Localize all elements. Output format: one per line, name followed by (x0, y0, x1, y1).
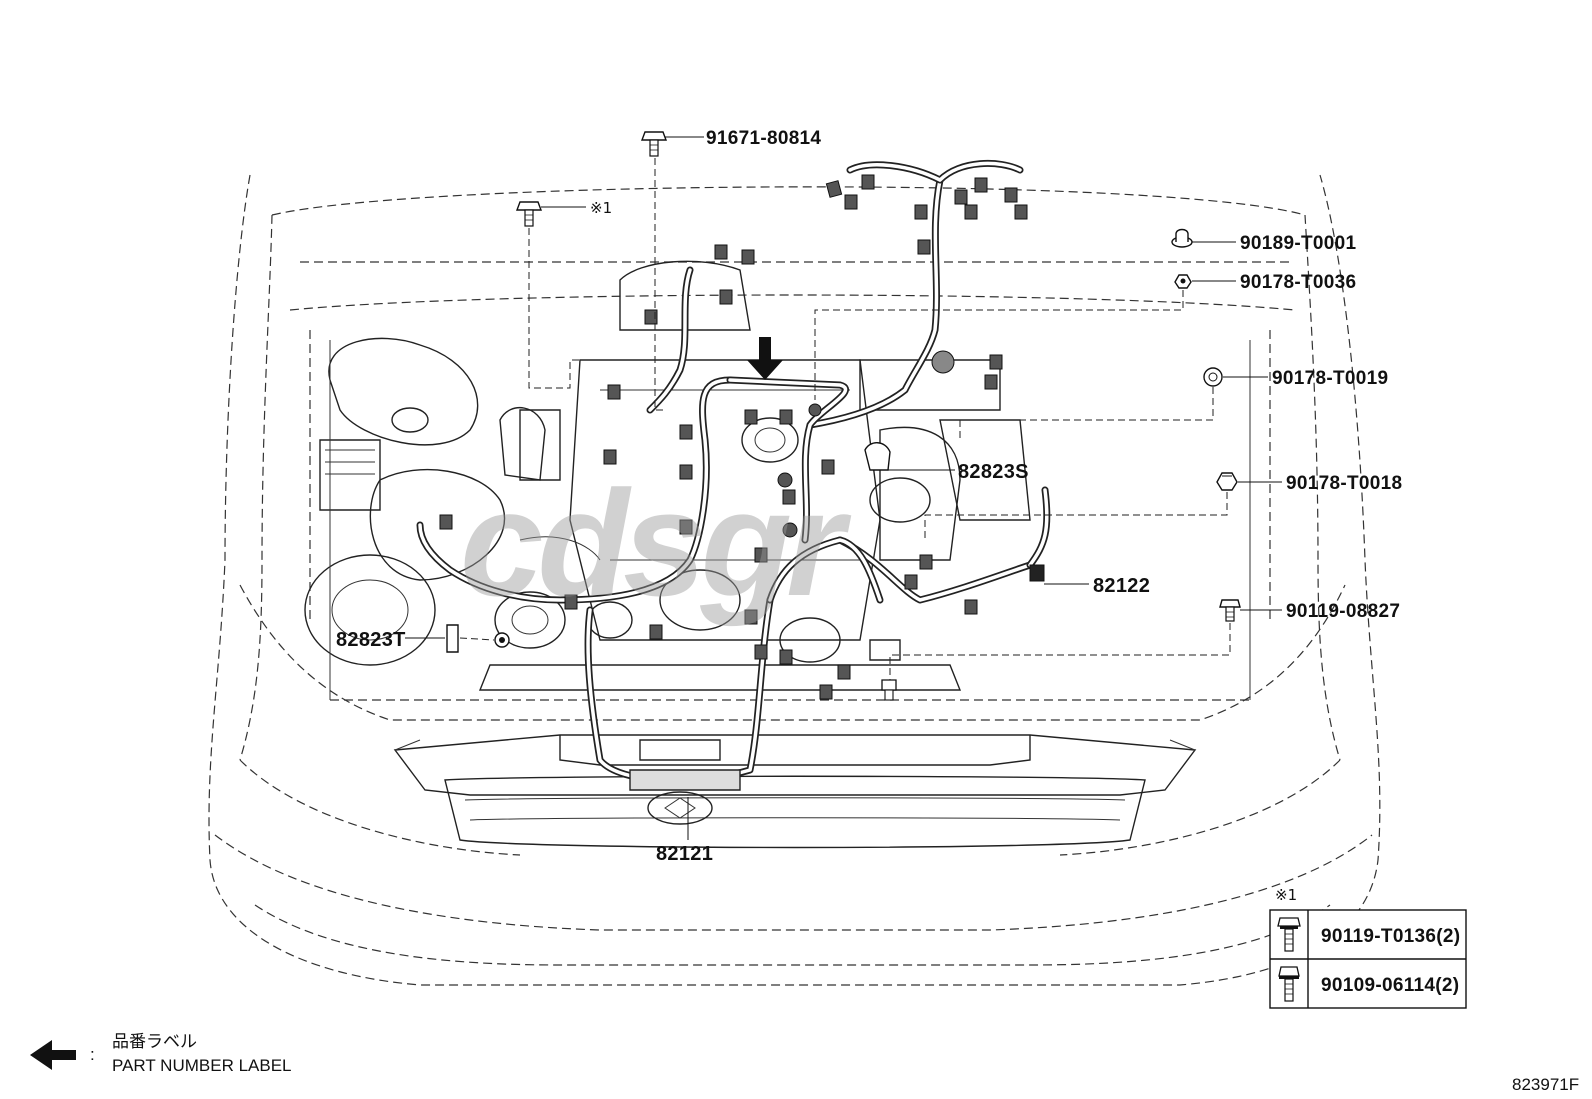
diagram-code: 823971F (1512, 1075, 1579, 1094)
leader-lines (405, 136, 1282, 840)
bolt-91671-icon (640, 131, 668, 157)
flange-bolt-icon (1277, 917, 1301, 952)
part-number-label-arrow (747, 337, 783, 380)
legend-label-jp: 品番ラベル (112, 1032, 197, 1051)
label-82122: 82122 (1093, 575, 1150, 597)
bolt-90119-08827-icon (1219, 599, 1241, 622)
label-90189-t0001: 90189-T0001 (1240, 233, 1356, 254)
note-table: ※1 90119-T0136(2) 90109-06114(2) (1269, 886, 1467, 1009)
note-table-part-1: 90119-T0136(2) (1321, 926, 1460, 947)
label-90119-08827: 90119-08827 (1286, 601, 1400, 622)
bolt-note1-icon (515, 201, 543, 227)
label-82121: 82121 (656, 843, 713, 865)
legend-colon: : (90, 1045, 95, 1064)
connector-82823s-icon (864, 442, 891, 471)
label-90178-t0018: 90178-T0018 (1286, 473, 1402, 494)
label-91671-80814: 91671-80814 (706, 128, 821, 149)
connector-82823t-icon (446, 624, 510, 653)
label-82823t: 82823T (336, 629, 406, 651)
bolt-icon (1278, 966, 1300, 1002)
label-90178-t0019: 90178-T0019 (1272, 368, 1388, 389)
watermark-text: cdsgr (460, 459, 852, 627)
front-grille (393, 734, 1197, 849)
label-90178-t0036: 90178-T0036 (1240, 272, 1356, 293)
note-table-part-2: 90109-06114(2) (1321, 975, 1459, 996)
engine-components (304, 260, 1251, 700)
harness-connectors (439, 174, 1045, 700)
clip-90189-icon (1171, 228, 1193, 248)
legend-label-en: PART NUMBER LABEL (112, 1056, 292, 1075)
legend: : 品番ラベル PART NUMBER LABEL (30, 1032, 292, 1075)
wire-harness (416, 159, 1051, 791)
clip-90178-t0019-icon (1203, 367, 1223, 387)
nut-90178-t0018-icon (1216, 472, 1238, 491)
clip-90178-t0036-icon (1174, 274, 1192, 289)
label-note1-ref: ※1 (590, 199, 612, 217)
bolt-harness-bottom-icon (881, 679, 897, 701)
note-table-title: ※1 (1275, 886, 1297, 904)
label-82823s: 82823S (958, 461, 1029, 483)
part-labels: 91671-80814 ※1 90189-T0001 90178-T0036 9… (336, 128, 1402, 865)
legend-arrow-icon (30, 1040, 76, 1070)
car-body-outline (208, 174, 1381, 986)
